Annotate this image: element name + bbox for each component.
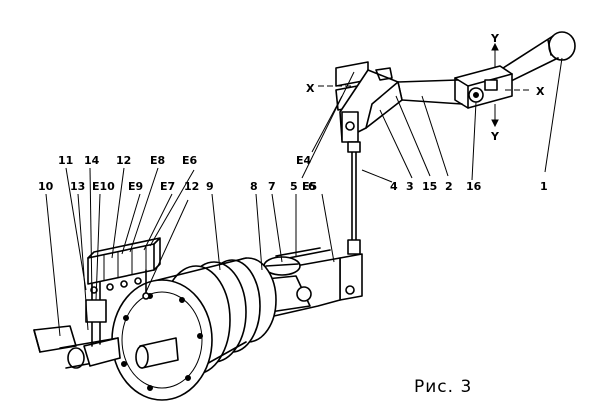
label-10: 10 (38, 180, 54, 193)
label-E10: E10 (92, 180, 115, 193)
label-1: 1 (540, 180, 548, 193)
long-arm (397, 79, 463, 105)
label-9: 9 (206, 180, 214, 193)
label-16: 16 (466, 180, 482, 193)
label-2: 2 (445, 180, 453, 193)
label-5: 5 (290, 180, 298, 193)
label-14: 14 (84, 154, 100, 167)
label-15: 15 (422, 180, 437, 193)
label-12-top: 12 (116, 154, 131, 167)
left-shaft (33, 325, 121, 369)
part-labels: 1 2 3 4 5 6 7 8 9 10 11 12 12 13 14 15 1… (38, 32, 548, 193)
label-E8: E8 (150, 154, 165, 167)
label-E6: E6 (182, 154, 198, 167)
main-drum (111, 257, 277, 401)
label-8: 8 (250, 180, 258, 193)
label-axis-y-top: Y (490, 32, 500, 45)
label-axis-y-bottom: Y (490, 130, 500, 143)
label-7: 7 (268, 180, 276, 193)
label-6: 6 (308, 180, 316, 193)
handle-lever (499, 31, 576, 85)
label-axis-x-right: X (536, 85, 545, 98)
axis-lines (318, 42, 532, 128)
label-E7: E7 (160, 180, 175, 193)
label-E4: E4 (296, 154, 312, 167)
label-11: 11 (58, 154, 73, 167)
pivot-bracket (454, 65, 513, 109)
upper-sensor-head (335, 61, 403, 143)
label-E9: E9 (128, 180, 143, 193)
label-3: 3 (406, 180, 414, 193)
connecting-rod (347, 141, 361, 255)
label-4: 4 (390, 180, 398, 193)
label-E5: E5 (302, 180, 317, 193)
leader-lines (45, 57, 563, 337)
label-axis-x-left: X (306, 82, 315, 95)
figure-caption: Рис. 3 (414, 377, 472, 397)
label-12-right: 12 (184, 180, 199, 193)
label-13: 13 (70, 180, 85, 193)
